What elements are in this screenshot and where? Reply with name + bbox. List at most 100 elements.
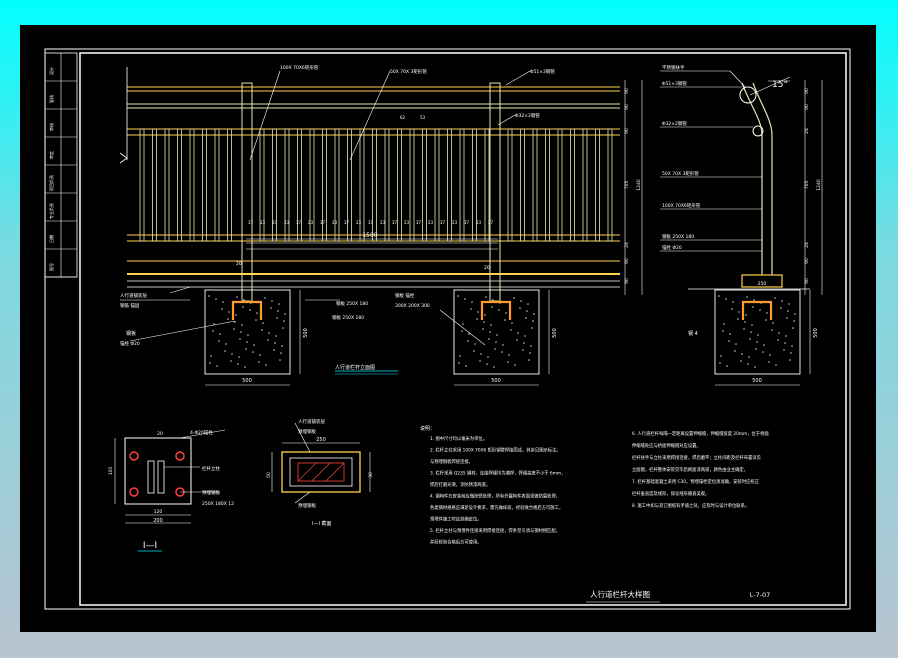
spacing-value: 37 [320,220,326,225]
baluster [297,128,302,242]
baluster [164,128,170,242]
aggregate-dot [476,318,478,320]
baluster [472,128,477,242]
aggregate-dot [505,312,507,314]
aggregate-dot [255,319,257,321]
aggregate-dot [718,295,720,297]
aggregate-dot [212,330,214,332]
plate-detail-title: I—I [143,541,157,551]
aggregate-dot [749,338,751,340]
aggregate-dot [208,295,210,297]
spacing-value: 23 [356,220,362,225]
section-base-dim: 250 [758,281,767,287]
bar-note-b: 预埋钢板 [298,428,316,435]
aggregate-dot [259,354,261,356]
aggregate-dot [768,361,770,363]
inner-rail-note: Φ32×2钢管 [515,112,540,119]
section-note-4: 100X 70X6矩形管 [662,202,701,209]
aggregate-dot [246,341,248,343]
section-note-2: Φ32×2钢管 [662,120,687,127]
aggregate-dot [783,349,785,351]
section-pier-height: 500 [813,328,819,338]
aggregate-dot [247,334,249,336]
aggregate-dot [516,339,518,341]
outer-border [44,48,851,610]
baluster [582,128,588,242]
pier-height-2: 500 [552,328,558,338]
aggregate-dot [524,335,526,337]
section-note-3: 50X 70X 3矩形管 [662,170,699,177]
aggregate-dot [278,303,280,305]
spacing-value: 37 [344,220,350,225]
aggregate-dot [485,296,487,298]
concrete-pier [714,289,801,375]
aggregate-dot [753,299,755,301]
aggregate-dot [525,317,527,319]
section-dim: 24 [804,128,810,134]
aggregate-dot [511,322,513,324]
baluster [259,128,265,242]
aggregate-dot [494,348,496,350]
baluster [447,128,452,242]
spacing-value: 37 [464,220,470,225]
aggregate-dot [745,314,747,316]
aggregate-dot [520,300,522,302]
side-cell-label: 日期 [48,235,54,243]
aggregate-dot [228,311,230,313]
bar-detail [271,422,371,504]
aggregate-dot [723,323,725,325]
aggregate-dot [467,340,469,342]
aggregate-dot [784,342,786,344]
aggregate-dot [281,345,283,347]
aggregate-dot [487,356,489,358]
spacing-value: 37 [368,220,374,225]
aggregate-dot [769,354,771,356]
baluster [557,128,563,242]
aggregate-dot [252,351,254,353]
aggregate-dot [213,323,215,325]
baluster [607,128,613,242]
note-item: 并经检验合格后方可使用。 [430,539,482,546]
aggregate-dot [210,355,212,357]
note-item: 3. 栏杆采用 Q235 钢材，连接焊缝均为满焊，焊缝高度不小于 6mm， [430,470,565,477]
aggregate-dot [735,343,737,345]
side-cell-label: 复核 [48,95,54,103]
aggregate-dot [218,340,220,342]
aggregate-dot [274,342,276,344]
aggregate-dot [277,310,279,312]
aggregate-dot [233,328,235,330]
aggregate-dot [271,300,273,302]
aggregate-dot [502,344,504,346]
aggregate-dot [498,309,500,311]
plate-total-dim: 200 [153,518,163,524]
section-note-6: 锚栓 Φ20 [662,244,682,251]
aggregate-dot [793,320,795,322]
aggregate-dot [273,349,275,351]
small-note-a: 62 [400,115,406,120]
aggregate-dot [517,332,519,334]
aggregate-dot [280,352,282,354]
aggregate-dot [490,324,492,326]
note-item-right: 立面图，栏杆整体安装完毕后刷面漆两道，颜色由业主确定。 [632,466,748,473]
baluster [459,128,465,242]
aggregate-dot [488,338,490,340]
aggregate-dot [462,323,464,325]
inner-border [79,52,847,606]
foot-left-d: 锚栓 Φ20 [120,340,140,347]
aggregate-dot [754,366,756,368]
aggregate-dot [744,321,746,323]
small-note-b: 53 [420,115,426,120]
drawing-number: L-7-07 [750,591,771,599]
aggregate-dot [528,359,530,361]
section-dim: 90 [804,278,810,284]
aggregate-dot [242,306,244,308]
foot-mid-a: 钢板 250X 180 [336,300,368,307]
side-cell-label: 专业负责 [48,203,54,219]
aggregate-dot [762,351,764,353]
plate-note-c: 预埋钢板 [202,489,220,496]
aggregate-dot [752,306,754,308]
notes-heading: 说明： [420,425,435,432]
spacing-value: 37 [296,220,302,225]
aggregate-dot [234,321,236,323]
aggregate-dot [484,314,486,316]
